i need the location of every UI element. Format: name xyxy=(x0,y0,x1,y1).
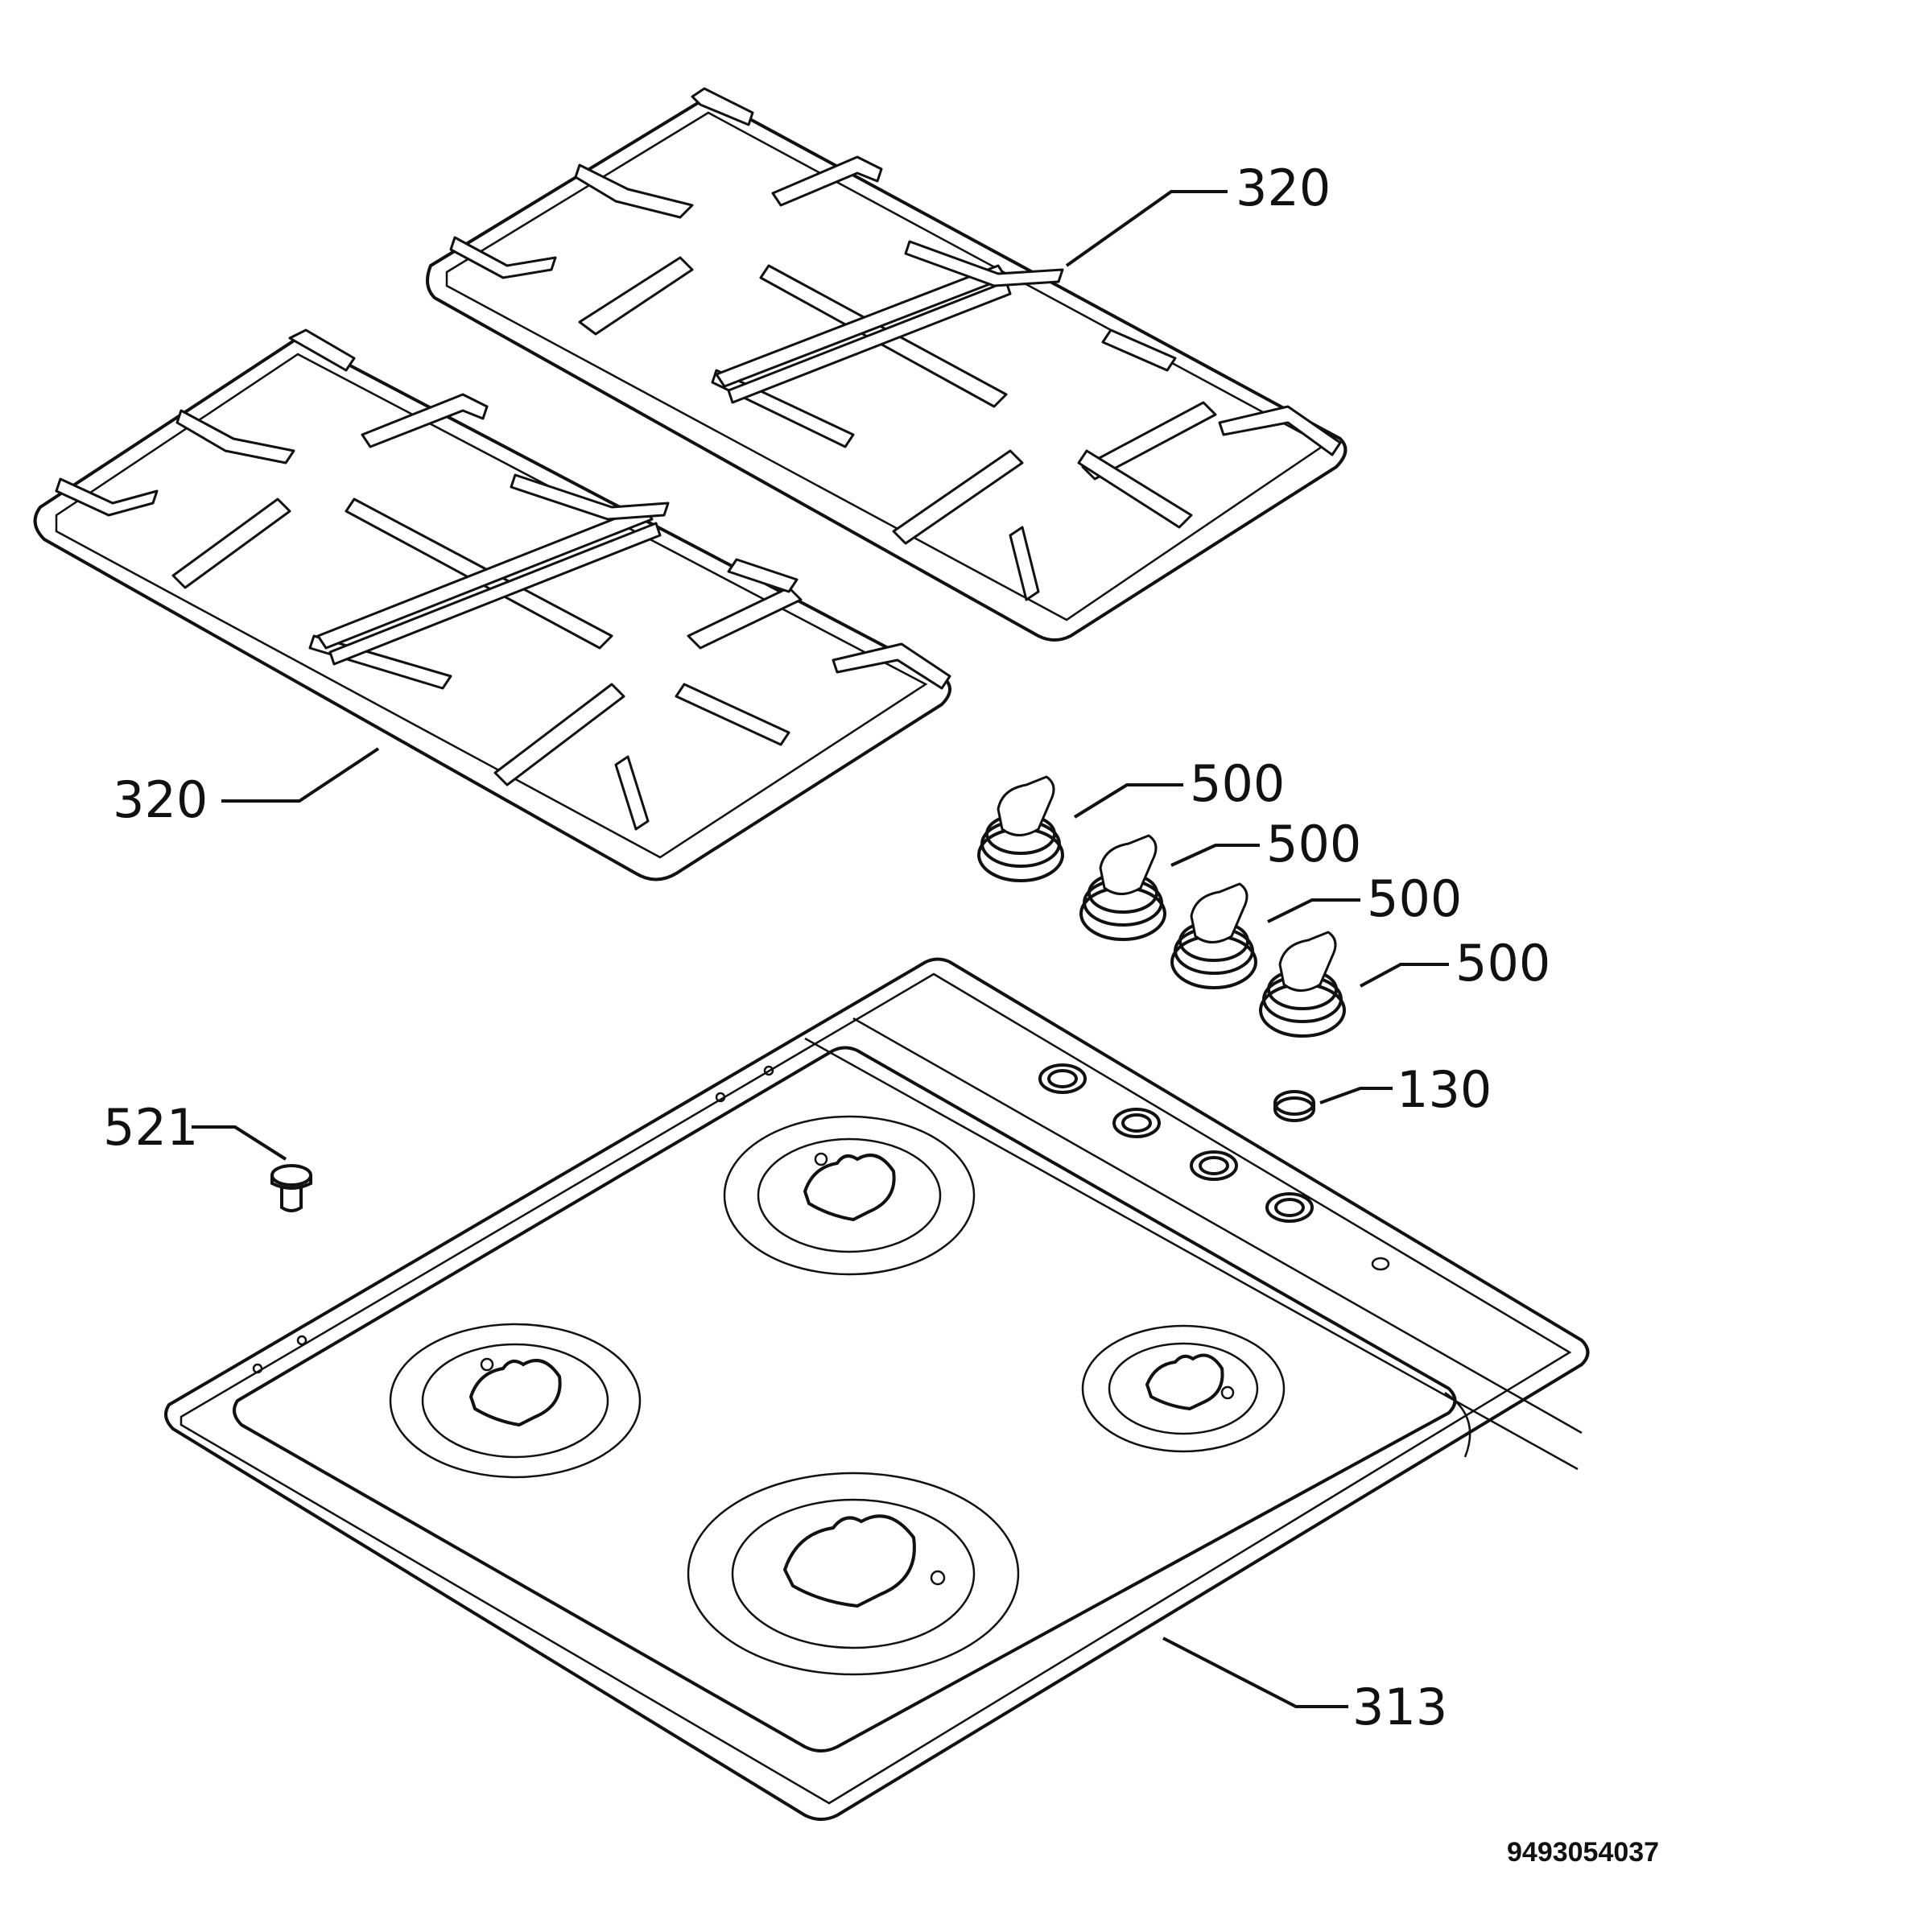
callout-313: 313 xyxy=(1352,1678,1447,1736)
control-knob-3 xyxy=(1170,882,1257,989)
callout-500-2: 500 xyxy=(1266,815,1361,873)
hob-top-plate xyxy=(164,957,1590,1821)
leader-521 xyxy=(192,1125,287,1161)
leader-lines xyxy=(192,190,1449,1708)
control-knob-4 xyxy=(1259,931,1346,1038)
leader-500-4 xyxy=(1360,963,1449,988)
document-number: 9493054037 xyxy=(1507,1837,1659,1868)
pan-support-grate-right xyxy=(426,87,1348,642)
callout-320-top: 320 xyxy=(1236,159,1331,217)
leader-130 xyxy=(1319,1087,1393,1104)
pan-support-grate-left xyxy=(33,328,951,881)
callout-130: 130 xyxy=(1397,1060,1492,1119)
callout-320-left: 320 xyxy=(113,770,208,829)
leader-320-left xyxy=(221,747,380,803)
callout-500-1: 500 xyxy=(1190,754,1285,813)
callout-500-4: 500 xyxy=(1455,934,1550,993)
cap-part xyxy=(1273,1090,1315,1122)
leader-500-3 xyxy=(1267,898,1360,923)
control-knob-2 xyxy=(1079,834,1166,941)
callout-500-3: 500 xyxy=(1367,869,1462,928)
leader-500-2 xyxy=(1170,844,1260,867)
control-knob-1 xyxy=(977,775,1064,882)
callout-521: 521 xyxy=(103,1098,198,1157)
screw-part xyxy=(270,1164,312,1212)
leader-313 xyxy=(1162,1637,1348,1708)
leader-320-top xyxy=(1065,190,1228,267)
leader-500-1 xyxy=(1073,783,1183,819)
